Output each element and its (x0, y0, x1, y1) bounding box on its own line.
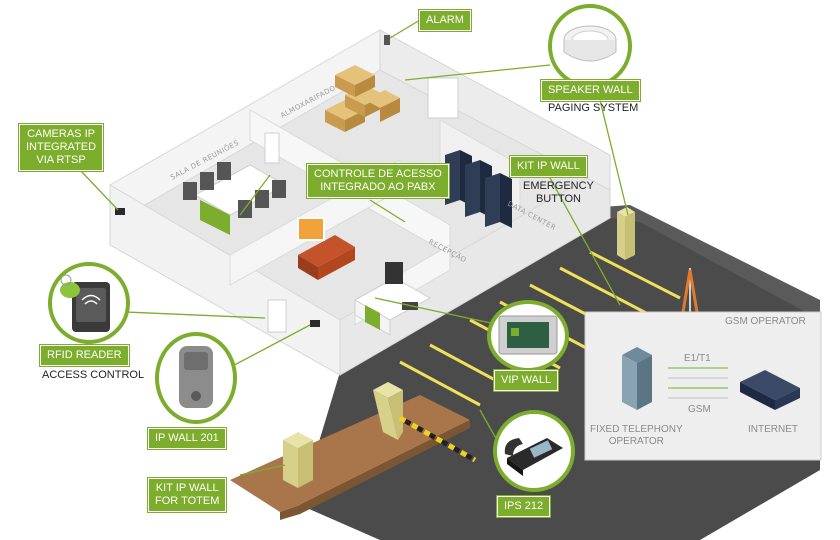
rfid-reader-icon (60, 274, 110, 332)
label-speaker-wall: SPEAKER WALL (540, 79, 641, 102)
label-gsm-operator: GSM OPERATOR (725, 316, 806, 327)
outer-wall-right (379, 29, 611, 191)
camera-left (115, 208, 125, 215)
label-kit-totem: KIT IP WALL FOR TOTEM (146, 477, 228, 513)
label-cameras-ip: CAMERAS IP INTEGRATED VIA RTSP (17, 123, 105, 172)
barrier-arm (398, 415, 477, 463)
vip-wall-circle (487, 300, 569, 372)
label-access-control: ACCESS CONTROL (42, 369, 145, 381)
internet-router (740, 370, 800, 410)
desk-phone-icon (504, 438, 563, 476)
label-fixed-line1: FIXED TELEPHONY (590, 424, 683, 435)
label-kit-totem-line2: FOR TOTEM (155, 495, 220, 507)
wall-picture (297, 217, 325, 241)
label-button: BUTTON (535, 193, 581, 205)
door-2 (427, 77, 459, 119)
label-cameras-ip-line2: INTEGRATED (26, 141, 97, 153)
label-internet: INTERNET (748, 424, 798, 435)
label-ips-212: IPS 212 (495, 495, 552, 518)
door-1 (264, 132, 280, 164)
totem-kit (283, 432, 313, 488)
label-kit-ip-wall: KIT IP WALL (509, 155, 588, 178)
camera-front (310, 320, 320, 327)
pole-kit (617, 207, 635, 260)
label-emergency: EMERGENCY (523, 180, 594, 192)
label-cameras-ip-line1: CAMERAS IP (27, 128, 95, 140)
server-racks (445, 150, 512, 228)
label-cameras-ip-line3: VIA RTSP (36, 154, 86, 166)
label-vip-wall: VIP WALL (492, 369, 560, 392)
vip-panel-icon (498, 315, 558, 355)
ips-212-circle (493, 410, 575, 492)
ip-wall-201-circle (155, 332, 237, 424)
sofa (298, 235, 355, 280)
label-controle-line2: INTEGRADO AO PABX (320, 181, 436, 193)
label-emergency-button: EMERGENCY BUTTON (523, 180, 594, 206)
intercom-icon (179, 346, 213, 408)
barrier-post (373, 382, 403, 440)
label-controle-line1: CONTROLE DE ACESSO (314, 168, 442, 180)
rfid-circle (48, 262, 130, 344)
alarm-device (384, 35, 390, 45)
door-3 (267, 299, 287, 333)
label-gsm: GSM (688, 404, 711, 415)
label-fixed-line2: OPERATOR (608, 436, 664, 447)
label-rfid-reader: RFID READER (39, 344, 130, 367)
speaker-circle (548, 4, 632, 88)
label-ip-wall-201: IP WALL 201 (147, 427, 227, 450)
speaker-icon (563, 25, 617, 62)
office-tower (622, 347, 652, 410)
label-controle-acesso: CONTROLE DE ACESSO INTEGRADO AO PABX (306, 163, 450, 199)
reception-desk (353, 262, 432, 336)
label-fixed-telephony: FIXED TELEPHONY OPERATOR (590, 424, 683, 448)
label-paging-system: PAGING SYSTEM (548, 102, 639, 114)
label-alarm: ALARM (418, 9, 472, 32)
label-e1-t1: E1/T1 (684, 353, 711, 364)
label-kit-totem-line1: KIT IP WALL (155, 482, 219, 494)
storage-boxes (325, 65, 400, 132)
